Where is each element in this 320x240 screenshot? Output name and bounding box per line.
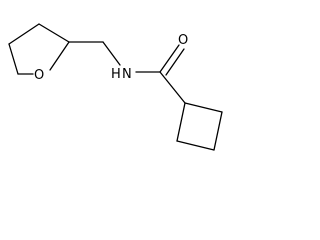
chemical-structure-diagram: O H N O (8, 23, 223, 151)
thf-bond-c3-c4 (8, 23, 40, 45)
cyclobutane-bond-top (184, 102, 223, 113)
amide-hydrogen-label: H (111, 67, 121, 82)
ring-oxygen-label: O (34, 68, 44, 83)
tetrahydrofuran-ring (8, 23, 70, 75)
carbonyl-oxygen-label: O (178, 33, 188, 48)
thf-bond-c2-c3 (38, 23, 70, 43)
carbonyl-double-bond-line-1 (159, 44, 180, 73)
amide-nitrogen-label: N (122, 67, 132, 82)
bond-methylene-to-nitrogen (102, 41, 121, 66)
carbonyl-double-bond-line-2 (165, 48, 185, 76)
cyclobutane-bond-bottom (176, 140, 215, 151)
thf-bond-c4-c5 (8, 43, 19, 75)
cyclobutane-bond-left (176, 102, 186, 142)
cyclobutane-ring (176, 102, 223, 151)
cyclobutane-bond-right (213, 111, 223, 151)
thf-bond-o-c2 (49, 41, 70, 71)
bond-carbonyl-to-cyclobutane (159, 71, 186, 104)
